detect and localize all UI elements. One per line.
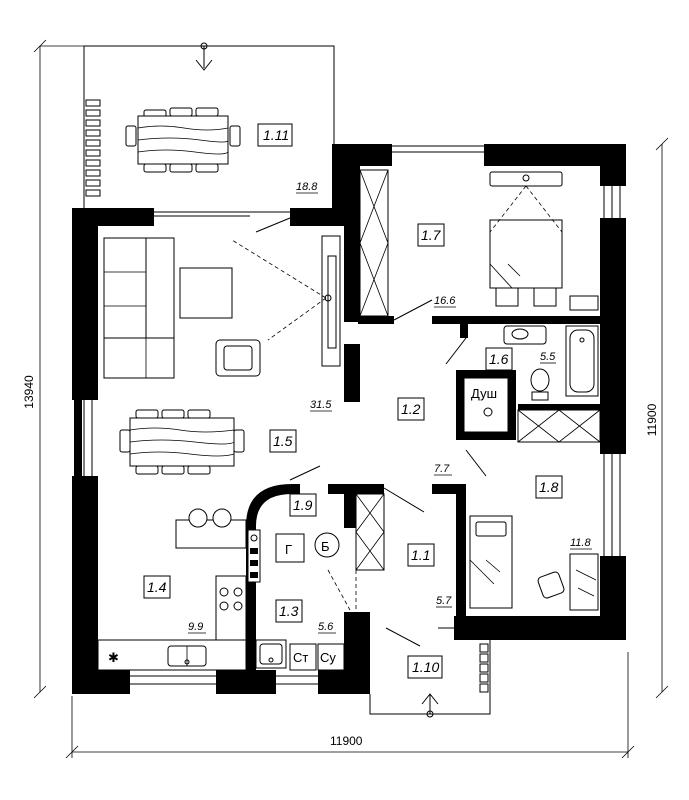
svg-text:1.8: 1.8	[539, 479, 559, 495]
vent-symbol: ✱	[108, 650, 119, 665]
gas-meter	[275, 533, 305, 563]
room-tag-1-9: 1.9	[289, 493, 317, 517]
dimension-right-height: 11900	[645, 403, 659, 436]
room-tag-1-2: 1.2	[397, 397, 425, 421]
windows	[75, 145, 621, 685]
dryer	[317, 643, 345, 671]
svg-text:1.5: 1.5	[273, 433, 293, 449]
svg-text:1.7: 1.7	[421, 227, 442, 243]
dimension-left-height: 13940	[22, 375, 36, 409]
svg-text:1.1: 1.1	[411, 547, 430, 563]
svg-text:1.3: 1.3	[279, 603, 299, 619]
area-1-3: 5.6	[318, 621, 334, 633]
svg-text:1.6: 1.6	[489, 351, 509, 367]
door-swing-1-2	[383, 487, 425, 513]
double-bed	[489, 171, 599, 311]
bed-lamp-lines	[489, 185, 563, 233]
kitchen-island	[175, 508, 247, 549]
dining-table	[119, 409, 245, 475]
tv-unit	[321, 235, 341, 367]
terrace-outline	[83, 42, 335, 208]
armchair	[215, 339, 261, 377]
walls	[72, 144, 626, 694]
washer	[289, 643, 317, 671]
single-bed	[469, 515, 513, 609]
area-1-1: 5.7	[436, 595, 452, 607]
area-1-2: 7.7	[434, 463, 450, 475]
door-swing-1-3	[327, 569, 357, 612]
washer-label: Ст	[293, 650, 308, 665]
sofa	[103, 237, 175, 379]
door-swing-1-8	[465, 449, 487, 477]
bathroom-fixtures	[503, 325, 599, 401]
room-tag-1-10: 1.10	[407, 655, 443, 679]
svg-text:1.2: 1.2	[401, 401, 421, 417]
room-tag-1-7: 1.7	[417, 223, 445, 247]
porch-steps	[479, 643, 489, 693]
room-tag-1-8: 1.8	[535, 475, 563, 499]
area-1-8: 11.8	[570, 537, 591, 549]
area-1-11: 18.8	[296, 181, 318, 193]
door-swing-1-6	[445, 337, 467, 365]
area-1-5: 31.5	[310, 399, 332, 411]
room-tag-1-11: 1.11	[257, 123, 293, 147]
svg-text:1.9: 1.9	[293, 497, 313, 513]
tv-viewing-lines	[231, 239, 327, 341]
room-tag-1-3: 1.3	[275, 599, 303, 623]
utility-sink	[255, 639, 287, 669]
dimension-bottom-width: 11900	[330, 734, 363, 748]
dryer-label: Су	[320, 650, 336, 665]
area-1-6: 5.5	[540, 351, 556, 363]
door-swing-1-5	[289, 465, 321, 481]
svg-text:1.10: 1.10	[412, 659, 439, 675]
svg-text:1.11: 1.11	[263, 127, 289, 143]
area-1-7: 16.6	[434, 295, 456, 307]
door-swing-1-7	[393, 299, 433, 321]
coffee-table	[179, 267, 233, 319]
desk	[537, 553, 599, 611]
room-tag-1-5: 1.5	[269, 429, 297, 453]
svg-text:1.4: 1.4	[147, 579, 167, 595]
kitchen-counter	[97, 575, 247, 671]
boiler-label: Б	[321, 539, 330, 554]
terrace-dining-table	[125, 107, 241, 173]
terrace-steps	[85, 99, 101, 197]
room-tag-1-6: 1.6	[485, 347, 513, 371]
boiler	[314, 532, 340, 558]
wardrobe-1-8	[517, 409, 601, 443]
area-1-4: 9.9	[188, 621, 203, 633]
entrance-porch	[369, 640, 491, 718]
wardrobe-1-1	[355, 493, 385, 571]
room-tag-1-1: 1.1	[407, 543, 435, 567]
dimension-lines	[33, 39, 669, 759]
wardrobe-1-7	[359, 169, 389, 317]
entry-door-swing	[385, 627, 421, 647]
shower-label: Душ	[471, 386, 497, 401]
door-swing-1-11	[255, 217, 291, 233]
gas-label: Г	[285, 542, 292, 557]
shower	[463, 377, 509, 433]
room-tag-1-4: 1.4	[143, 575, 171, 599]
boiler-column	[247, 529, 261, 583]
